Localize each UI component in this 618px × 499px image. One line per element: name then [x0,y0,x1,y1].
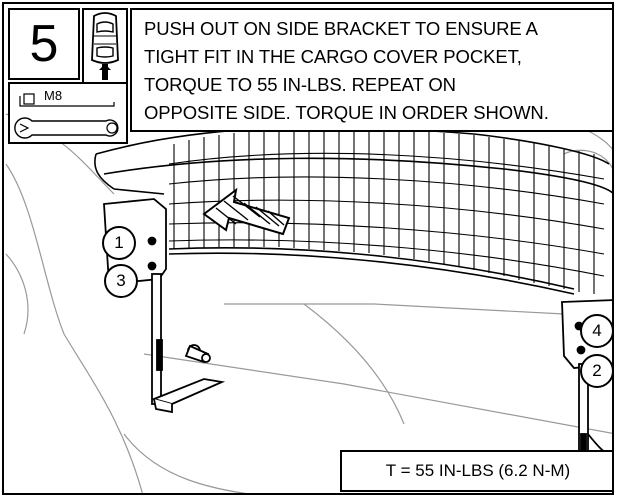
callout-1: 1 [102,226,136,260]
cargo-barrier-illustration [5,105,612,493]
callout-4: 4 [580,314,612,348]
socket-size-label: M8 [44,88,63,103]
hatched-push-arrow-icon [202,187,291,236]
torque-spec: T = 55 IN-LBS (6.2 N-M) [340,450,612,492]
instruction-text: PUSH OUT ON SIDE BRACKET TO ENSURE A TIG… [130,8,612,132]
car-top-view-icon [82,8,128,84]
wrench-icon [14,93,119,139]
instruction-panel: 5 M8 PUSH OUT ON SIDE BRACKET TO ENSURE … [2,2,614,495]
callout-3: 3 [104,264,138,298]
tool-requirement: M8 [8,82,128,144]
callout-2: 2 [580,354,612,388]
step-number: 5 [8,8,80,80]
